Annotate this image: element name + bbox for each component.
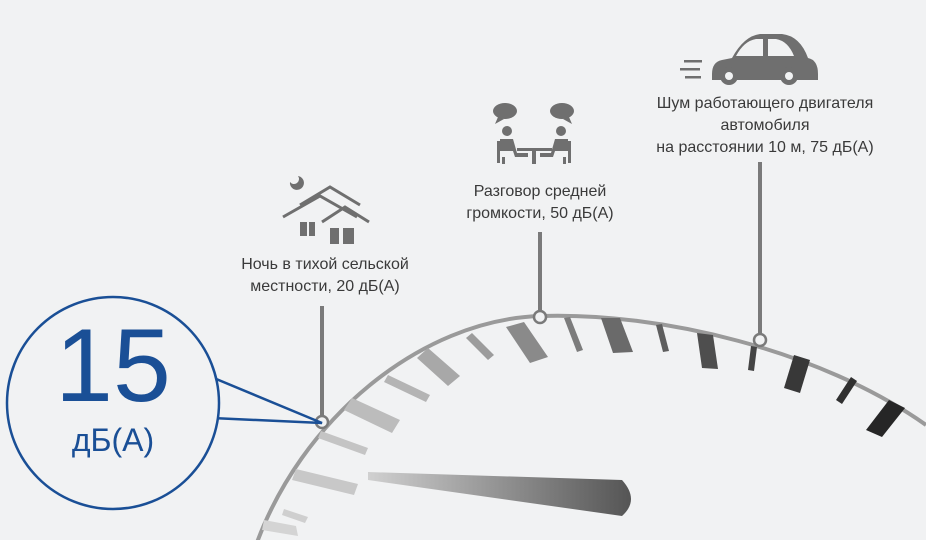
tick	[417, 348, 460, 386]
tick	[466, 333, 494, 360]
pointer-car-dot	[752, 332, 768, 348]
marker-label-line: Ночь в тихой сельской	[241, 256, 409, 273]
tick	[282, 509, 308, 523]
tick	[384, 375, 430, 402]
tick	[506, 322, 548, 363]
callout-pointer	[208, 374, 323, 425]
tick	[344, 398, 400, 433]
tick	[784, 355, 810, 393]
car-icon	[680, 34, 818, 85]
marker-label-car: Шум работающего двигателя автомобиля на …	[620, 93, 910, 159]
current-level-value: 15	[55, 308, 171, 424]
callout-bubble	[5, 295, 221, 511]
marker-label-line: местности, 20 дБ(А)	[250, 278, 400, 295]
marker-label-line: громкости, 50 дБ(А)	[466, 205, 614, 222]
tick	[292, 469, 358, 495]
marker-label-line: Разговор средней	[473, 183, 607, 200]
house-moon-icon	[282, 176, 370, 244]
tick	[866, 400, 905, 437]
tick	[836, 377, 857, 404]
tick	[697, 333, 718, 369]
tick	[601, 318, 633, 353]
gauge-needle	[368, 472, 631, 516]
marker-label-talk: Разговор средней громкости, 50 дБ(А)	[440, 181, 640, 225]
gauge-ticks	[262, 317, 905, 536]
callout-pointer-cover	[208, 375, 213, 419]
tick	[262, 520, 298, 536]
tick	[318, 431, 368, 455]
marker-label-line: Шум работающего двигателя	[656, 95, 874, 112]
current-level-unit: дБ(А)	[71, 422, 155, 458]
conversation-icon	[493, 103, 574, 164]
marker-label-line: автомобиля	[720, 117, 810, 134]
marker-label-night: Ночь в тихой сельской местности, 20 дБ(А…	[210, 254, 440, 298]
marker-label-line: на расстоянии 10 м, 75 дБ(А)	[656, 139, 874, 156]
tick	[748, 346, 757, 371]
pointer-talk-dot	[532, 309, 548, 325]
tick	[656, 324, 669, 352]
current-level-display: 15 дБ(А)	[28, 314, 198, 460]
tick	[564, 317, 583, 352]
